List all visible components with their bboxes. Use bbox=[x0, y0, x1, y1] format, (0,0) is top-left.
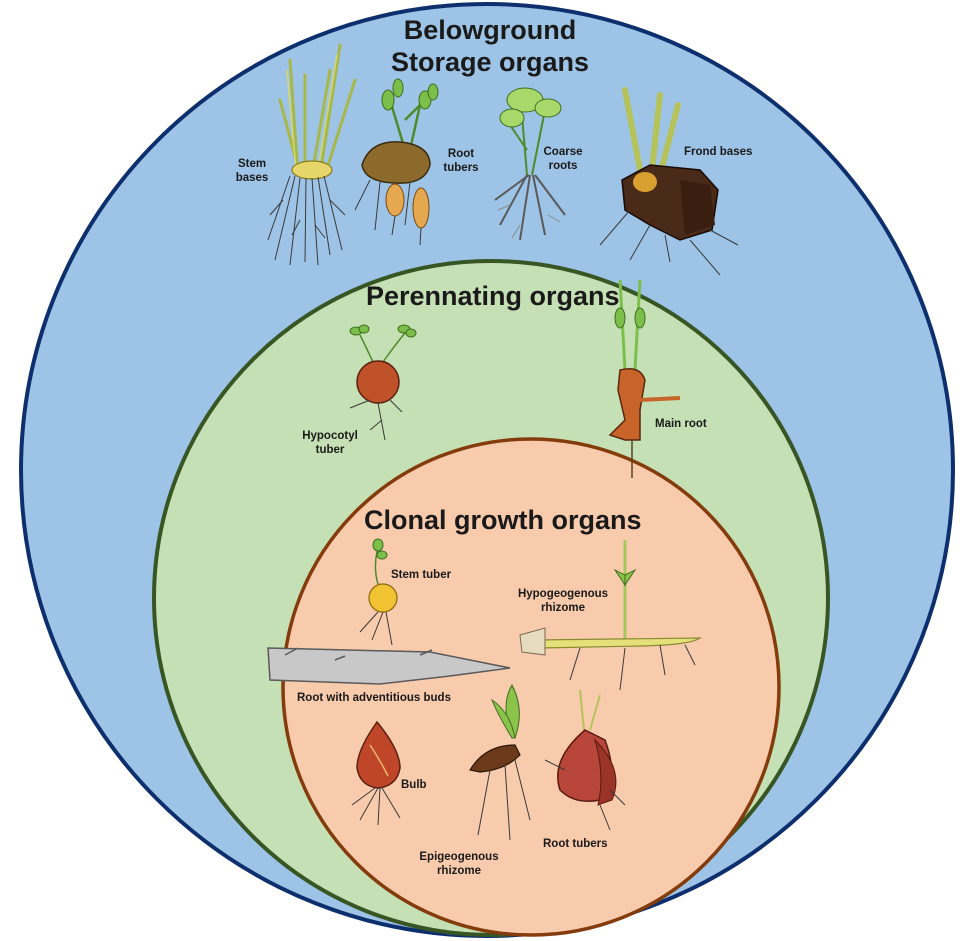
stem-bases-line1: Stem bbox=[237, 158, 267, 170]
epigeogenous-rhizome-label: Epigeogenous rhizome bbox=[414, 851, 504, 879]
hypocotyl-tuber-line2: tuber bbox=[315, 443, 345, 456]
hypogeogenous-rhizome-label: Hypogeogenous rhizome bbox=[513, 588, 613, 616]
stem-bases-line2: bases bbox=[235, 171, 269, 184]
outer-circle-title: Belowground Storage organs bbox=[385, 14, 595, 79]
root-tubers-top-line2: tubers bbox=[443, 161, 479, 174]
stem-bases-label: Stem bases bbox=[232, 158, 272, 186]
frond-bases-illustration bbox=[599, 87, 739, 276]
coarse-roots-line1: Coarse bbox=[543, 146, 583, 158]
root-tubers-top-line1: Root bbox=[447, 148, 475, 160]
hypocotyl-tuber-line1: Hypocotyl bbox=[302, 430, 358, 442]
hypocotyl-tuber-label: Hypocotyl tuber bbox=[295, 430, 365, 458]
frond-bases-label: Frond bases bbox=[684, 146, 753, 158]
bulb-label: Bulb bbox=[401, 779, 427, 791]
stem-tuber-label: Stem tuber bbox=[391, 569, 452, 581]
main-root-illustration bbox=[608, 279, 681, 478]
epigeogenous-line1: Epigeogenous bbox=[419, 851, 499, 863]
hypogeogenous-rhizome-illustration bbox=[519, 540, 702, 691]
hypogeogenous-line2: rhizome bbox=[540, 601, 586, 614]
root-tubers-inner-illustration bbox=[544, 689, 626, 831]
hypogeogenous-line1: Hypogeogenous bbox=[517, 588, 609, 600]
coarse-roots-illustration bbox=[494, 87, 566, 241]
bulb-illustration bbox=[351, 720, 401, 826]
outer-title-line2: Storage organs bbox=[390, 47, 590, 78]
inner-circle-clonal-growth-organs bbox=[281, 437, 781, 937]
hypocotyl-tuber-illustration bbox=[349, 324, 417, 441]
root-tubers-top-label: Root tubers bbox=[441, 148, 481, 176]
stem-bases-illustration bbox=[267, 43, 357, 266]
epigeogenous-rhizome-illustration bbox=[469, 683, 531, 841]
coarse-roots-line2: roots bbox=[548, 159, 578, 172]
root-adventitious-buds-label: Root with adventitious buds bbox=[297, 692, 451, 704]
root-with-adventitious-buds-illustration bbox=[267, 647, 511, 685]
epigeogenous-line2: rhizome bbox=[436, 864, 482, 877]
root-tubers-inner-label: Root tubers bbox=[543, 838, 608, 850]
stem-tuber-illustration bbox=[359, 538, 398, 646]
inner-circle-title: Clonal growth organs bbox=[364, 505, 642, 535]
main-root-label: Main root bbox=[655, 418, 707, 430]
coarse-roots-label: Coarse roots bbox=[538, 146, 588, 174]
outer-title-line1: Belowground bbox=[403, 15, 577, 45]
root-tubers-top-illustration bbox=[354, 78, 439, 246]
middle-circle-title: Perennating organs bbox=[366, 281, 620, 311]
